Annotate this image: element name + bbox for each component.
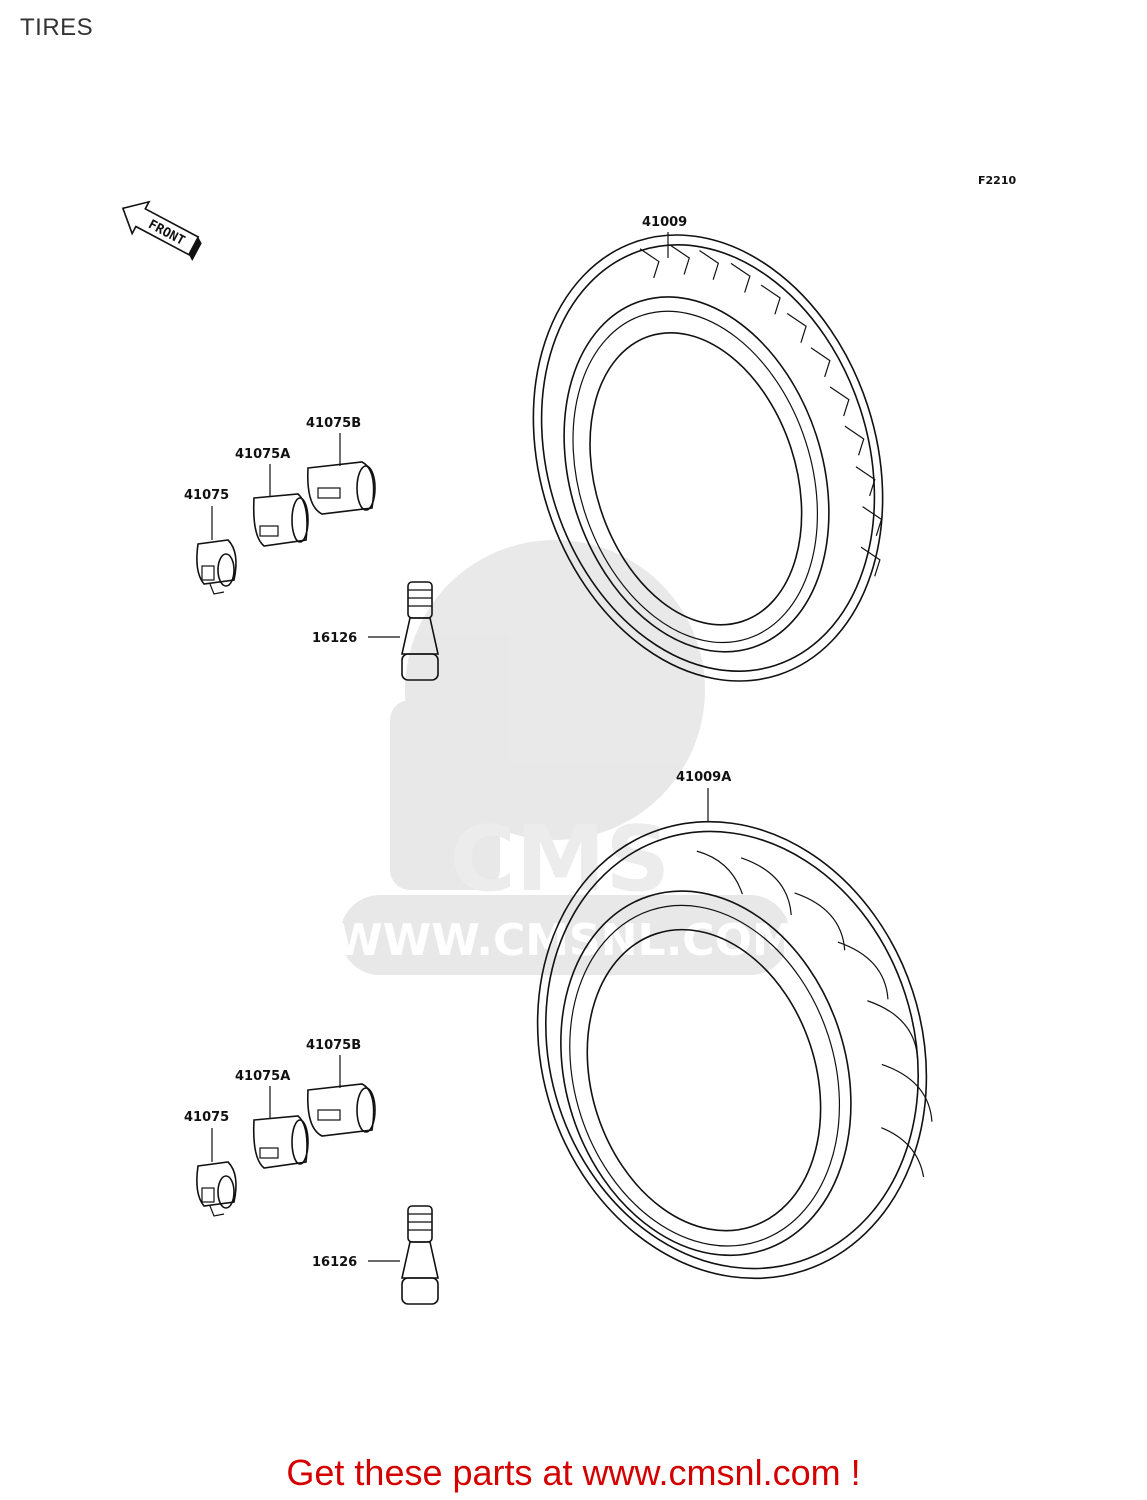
balance-weight-icon bbox=[196, 1161, 237, 1217]
footer-promo: Get these parts at www.cmsnl.com ! bbox=[0, 1452, 1147, 1494]
balance-weight-a-icon bbox=[252, 1115, 309, 1169]
balance-weight-b-icon bbox=[306, 1083, 376, 1137]
watermark-mascot-body bbox=[390, 700, 500, 890]
watermark-banner bbox=[340, 895, 790, 975]
front-tire bbox=[532, 234, 884, 682]
callout-lower-weight: 41075 bbox=[184, 1110, 229, 1125]
callout-upper-valve: 16126 bbox=[312, 631, 357, 646]
front-tire-tread bbox=[639, 244, 883, 577]
callout-lower-valve: 16126 bbox=[312, 1255, 357, 1270]
upper-wheel-hardware: 41075B 41075A 41075 16126 bbox=[184, 416, 439, 681]
balance-weight-icon bbox=[196, 539, 237, 595]
front-arrow-icon bbox=[121, 200, 200, 256]
rear-tire bbox=[536, 820, 933, 1280]
balance-weight-b-icon bbox=[306, 461, 376, 515]
tire-valve-icon bbox=[401, 1205, 439, 1305]
callout-upper-weight-a: 41075A bbox=[235, 447, 290, 462]
watermark-mascot-head bbox=[405, 540, 705, 840]
rear-tire-tread bbox=[696, 850, 933, 1178]
tire-valve-icon bbox=[401, 581, 439, 681]
front-direction-arrow: FRONT bbox=[121, 200, 202, 262]
page-title: TIRES bbox=[20, 14, 94, 41]
watermark-url: WWW.CMSNL.COM bbox=[334, 915, 796, 966]
callout-lower-weight-a: 41075A bbox=[235, 1069, 290, 1084]
footer-link[interactable]: Get these parts at www.cmsnl.com ! bbox=[286, 1452, 861, 1493]
lower-wheel-hardware: 41075B 41075A 41075 16126 bbox=[184, 1038, 439, 1305]
callout-rear-tire: 41009A bbox=[676, 770, 731, 785]
callout-lower-weight-b: 41075B bbox=[306, 1038, 361, 1053]
parts-diagram: CMS WWW.CMSNL.COM F2210 FRONT 41009 bbox=[121, 174, 1016, 1305]
watermark-brand: CMS bbox=[450, 807, 670, 912]
front-arrow-label: FRONT bbox=[146, 217, 188, 249]
balance-weight-a-icon bbox=[252, 493, 309, 547]
callout-front-tire: 41009 bbox=[642, 215, 687, 230]
figure-code: F2210 bbox=[978, 174, 1016, 187]
callout-upper-weight-b: 41075B bbox=[306, 416, 361, 431]
callout-upper-weight: 41075 bbox=[184, 488, 229, 503]
watermark: CMS WWW.CMSNL.COM bbox=[334, 540, 796, 975]
